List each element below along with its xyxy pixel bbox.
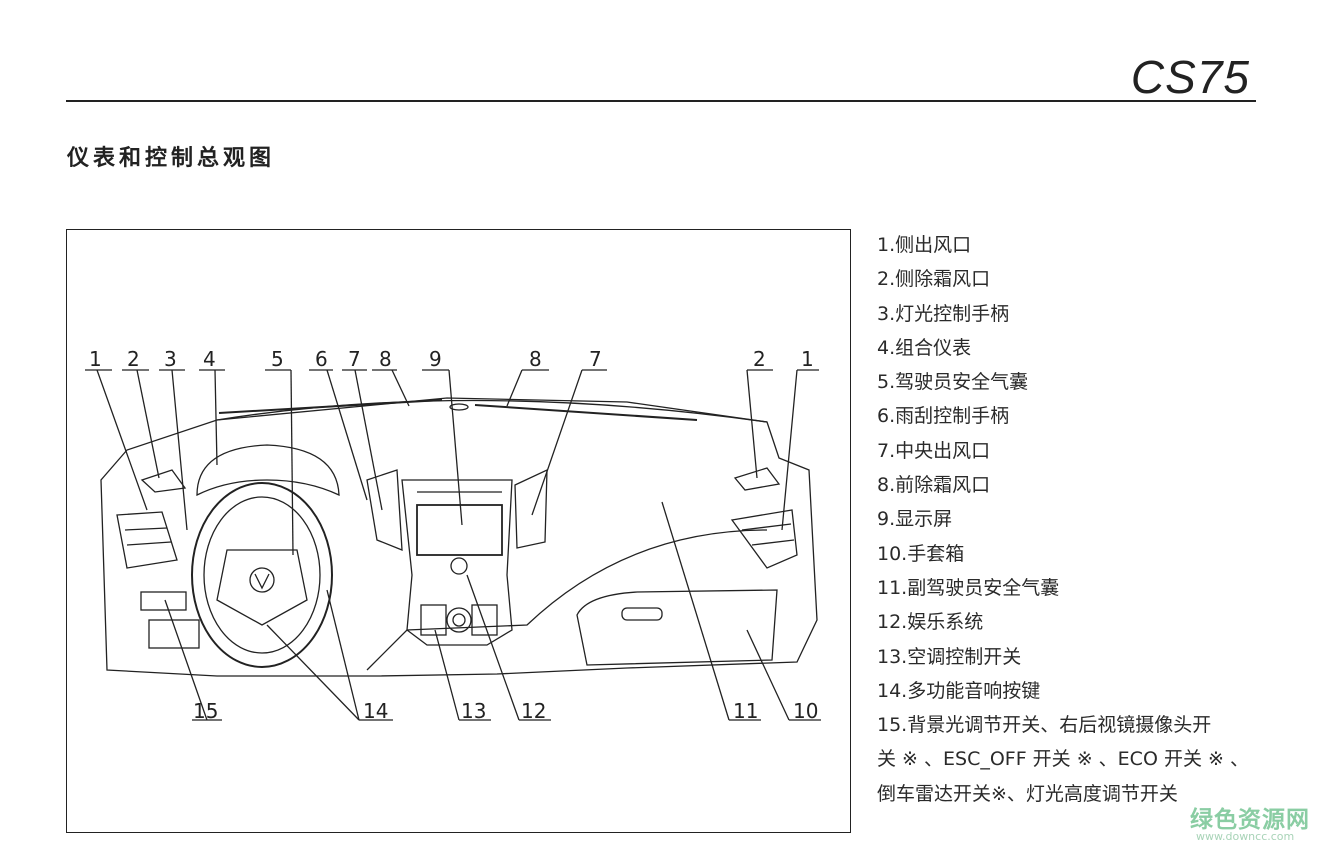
- legend-item-15: 15.背景光调节开关、右后视镜摄像头开: [877, 714, 1212, 737]
- glove-box: [576, 589, 778, 666]
- callout-13: 13: [461, 699, 486, 723]
- callout-1: 1: [89, 347, 102, 371]
- model-name: CS75: [1130, 51, 1250, 103]
- legend-item-5: 5.驾驶员安全气囊: [877, 371, 1029, 394]
- watermark-url: www.downcc.com: [1196, 830, 1295, 843]
- instrument-cluster: [196, 444, 340, 497]
- header-rule: [66, 100, 1256, 102]
- legend-item-14: 14.多功能音响按键: [877, 679, 1041, 702]
- legend-item-12: 12.娱乐系统: [877, 611, 984, 634]
- callout-1b: 1: [801, 347, 814, 371]
- center-stack: [401, 479, 513, 646]
- callout-5: 5: [271, 347, 284, 371]
- callout-10: 10: [793, 699, 818, 723]
- legend-item-4: 4.组合仪表: [877, 336, 972, 359]
- callout-14: 14: [363, 699, 388, 723]
- callout-9: 9: [429, 347, 442, 371]
- callout-11: 11: [733, 699, 758, 723]
- legend-item-15-cont-1: 关 ※ 、ESC_OFF 开关 ※ 、ECO 开关 ※ 、: [877, 748, 1249, 771]
- callout-7: 7: [348, 347, 361, 371]
- legend-item-2: 2.侧除霜风口: [877, 268, 991, 291]
- callout-2: 2: [127, 347, 140, 371]
- legend-list: 1.侧出风口 2.侧除霜风口 3.灯光控制手柄 4.组合仪表 5.驾驶员安全气囊…: [877, 228, 1277, 811]
- display-screen: [416, 504, 503, 556]
- legend-item-3: 3.灯光控制手柄: [877, 302, 1010, 325]
- legend-item-6: 6.雨刮控制手柄: [877, 405, 1010, 428]
- dashboard-outline: [100, 397, 818, 677]
- callout-4: 4: [203, 347, 216, 371]
- left-side-vent: [116, 511, 178, 569]
- callout-3: 3: [164, 347, 177, 371]
- legend-item-11: 11.副驾驶员安全气囊: [877, 576, 1060, 599]
- legend-item-7: 7.中央出风口: [877, 439, 991, 462]
- left-switch-panel: [140, 591, 187, 611]
- legend-item-8: 8.前除霜风口: [877, 474, 991, 497]
- legend-item-15-cont-2: 倒车雷达开关※、灯光高度调节开关: [877, 782, 1178, 805]
- left-defrost-vent: [140, 469, 187, 493]
- callout-8b: 8: [529, 347, 542, 371]
- legend-item-9: 9.显示屏: [877, 508, 953, 531]
- page-title: 仪表和控制总观图: [67, 146, 276, 171]
- legend-item-1: 1.侧出风口: [877, 234, 972, 256]
- callout-8: 8: [379, 347, 392, 371]
- legend-item-13: 13.空调控制开关: [877, 645, 1022, 668]
- dashboard-figure: 1 2 3 4 5 6 7 8 9 8 7 2 1 15 14 13 12 11…: [66, 229, 851, 833]
- legend-item-10: 10.手套箱: [877, 542, 965, 565]
- callout-12: 12: [521, 699, 546, 723]
- center-vent-left: [366, 469, 403, 551]
- right-side-vent: [730, 509, 798, 569]
- callout-2b: 2: [753, 347, 766, 371]
- callout-15: 15: [193, 699, 218, 723]
- callout-6: 6: [315, 347, 328, 371]
- dashboard-drawing: 1 2 3 4 5 6 7 8 9 8 7 2 1 15 14 13 12 11…: [85, 347, 821, 723]
- callout-7b: 7: [589, 347, 602, 371]
- watermark-name: 绿色资源网: [1190, 807, 1310, 833]
- steering-wheel: [191, 482, 333, 668]
- center-vent-right: [514, 468, 548, 549]
